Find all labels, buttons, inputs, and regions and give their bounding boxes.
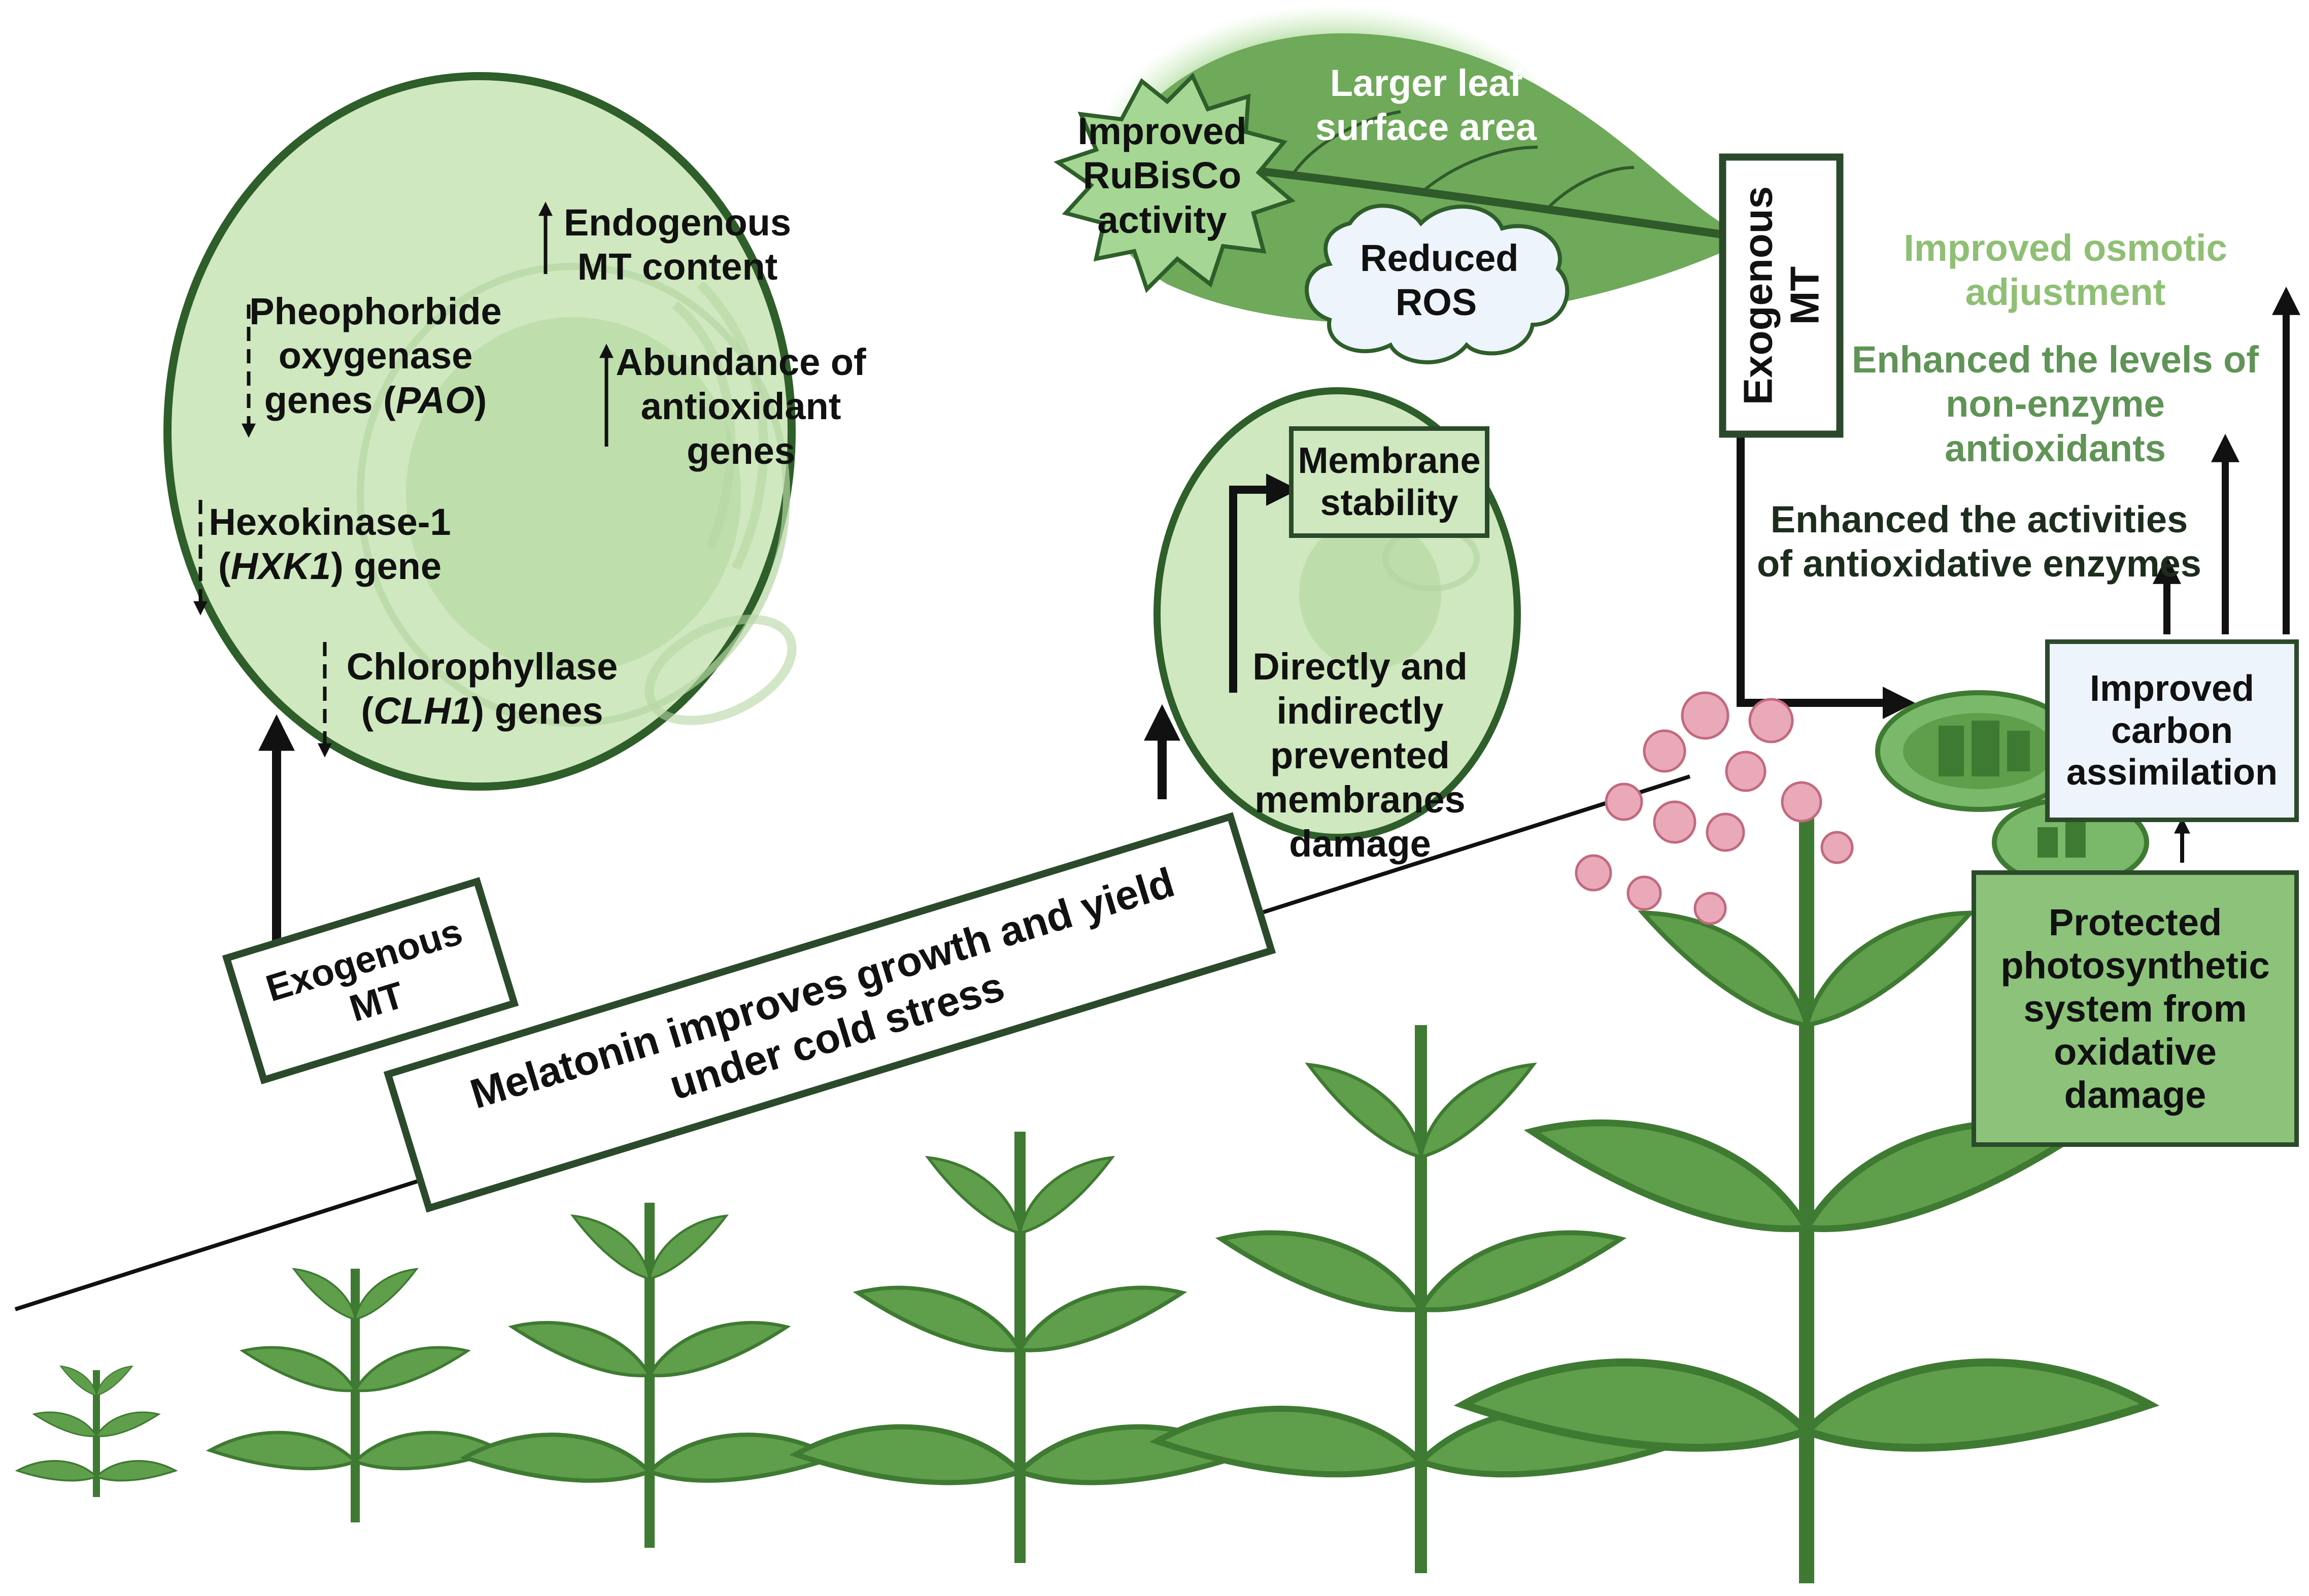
clh-line-2a: ( xyxy=(361,690,374,732)
clh-line-2: (CLH1) genes xyxy=(325,689,639,733)
ros-cloud xyxy=(1305,203,1570,364)
osmotic-label: Improved osmotic adjustment xyxy=(1904,227,2227,314)
pao-line-3c: ) xyxy=(474,379,487,421)
plant-3 xyxy=(465,1203,834,1548)
pao-line-3a: genes ( xyxy=(264,379,396,421)
hxk-line-1: Hexokinase-1 xyxy=(209,501,451,543)
leaf-surface-label: Larger leaf surface area xyxy=(1315,62,1537,149)
antiox-line-1: Abundance of xyxy=(616,341,866,383)
pao-gene-name: PAO xyxy=(395,379,474,421)
chloroplasts xyxy=(1875,690,2149,888)
nonenzyme-label: Enhanced the levels of non-enzyme antiox… xyxy=(1852,338,2259,469)
arrow-to-chloroplast xyxy=(1737,416,1915,719)
arrows xyxy=(193,201,2300,941)
antiox-line-3: genes xyxy=(687,429,795,472)
rubisco-label: Improved RuBisCo activity xyxy=(1077,110,1247,241)
plant-4 xyxy=(796,1132,1244,1563)
exogenous-mt-box-right: Exogenous MT xyxy=(1719,153,1844,438)
left-cell xyxy=(163,72,797,791)
arrow-to-membrane xyxy=(1229,473,1299,693)
carbon-assimilation-box: Improved carbon assimilation xyxy=(2045,639,2299,822)
pao-line-2: oxygenase xyxy=(278,334,473,377)
plant-5 xyxy=(1157,1025,1685,1573)
enzymes-label: Enhanced the activities of antioxidative… xyxy=(1757,498,2201,585)
membrane-damage-label: Directly and indirectly prevented membra… xyxy=(1252,646,1468,865)
antioxidant-genes-label: Abundance of antioxidant genes xyxy=(609,340,873,473)
clh-line-1: Chlorophyllase xyxy=(346,646,618,688)
antiox-line-2: antioxidant xyxy=(640,385,841,428)
hxk-gene-name: HXK1 xyxy=(230,545,331,588)
leaf xyxy=(1054,5,1752,364)
plant-1 xyxy=(16,1361,177,1497)
pao-line-3: genes (PAO) xyxy=(239,378,513,422)
clh-label: Chlorophyllase (CLH1) genes xyxy=(325,644,639,733)
hxk-line-2c: ) gene xyxy=(331,545,442,588)
clh-line-2c: ) genes xyxy=(471,690,603,732)
rubisco-burst xyxy=(1054,73,1296,293)
plant-6 xyxy=(1464,797,2150,1583)
clh-gene-name: CLH1 xyxy=(373,690,472,732)
plant-2 xyxy=(210,1260,500,1522)
hxk-line-2a: ( xyxy=(218,545,231,588)
pao-line-1: Pheophorbide xyxy=(249,290,502,332)
endogenous-mt-label: Endogenous MT content xyxy=(563,201,792,288)
pao-label: Pheophorbide oxygenase genes (PAO) xyxy=(239,289,513,422)
protected-photosystem-box: Protected photosynthetic system from oxi… xyxy=(1972,870,2299,1147)
ros-label: Reduced ROS xyxy=(1360,237,1519,324)
membrane-stability-box: Membrane stability xyxy=(1289,426,1489,538)
hxk-label: Hexokinase-1 (HXK1) gene xyxy=(173,500,487,589)
hxk-line-2: (HXK1) gene xyxy=(173,544,487,588)
plants xyxy=(16,691,2150,1583)
flowers xyxy=(1575,691,1854,925)
